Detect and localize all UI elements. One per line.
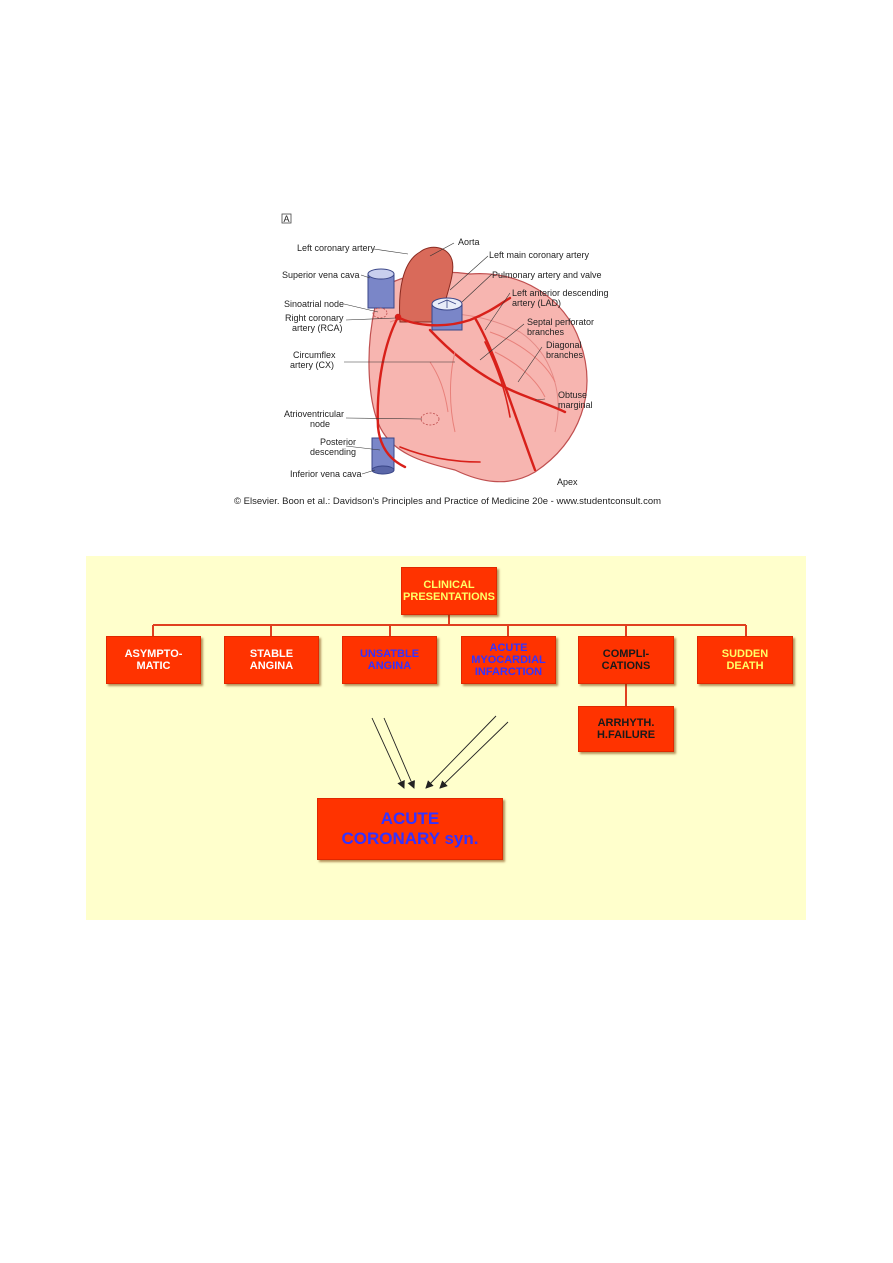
av-node-outline <box>420 412 440 426</box>
label-pulmonary: Pulmonary artery and valve <box>492 270 602 280</box>
label-diagonal-1: Diagonal <box>546 340 582 350</box>
minor-arteries <box>429 331 556 433</box>
label-left-coronary-artery: Left coronary artery <box>297 243 376 253</box>
label-obtuse-2: marginal <box>558 400 593 410</box>
label-av-node-1: Atrioventricular <box>284 409 344 419</box>
label-lad-2: artery (LAD) <box>512 298 561 308</box>
label-sinoatrial: Sinoatrial node <box>284 299 344 309</box>
heart-anatomy-figure: A <box>281 213 609 487</box>
tree-lines <box>152 615 747 706</box>
label-posterior-1: Posterior <box>320 437 356 447</box>
label-left-main: Left main coronary artery <box>489 250 590 260</box>
coronary-arteries <box>376 296 567 472</box>
label-circumflex-1: Circumflex <box>293 350 336 360</box>
label-superior-vena-cava: Superior vena cava <box>282 270 360 280</box>
label-septal-1: Septal perforator <box>527 317 594 327</box>
sa-node-outline <box>372 307 388 319</box>
leader-lines <box>343 242 546 475</box>
complications-box: COMPLI- CATIONS <box>578 636 674 684</box>
stable-angina-box: STABLE ANGINA <box>224 636 319 684</box>
label-septal-2: branches <box>527 327 565 337</box>
label-rca-1: Right coronary <box>285 313 344 323</box>
label-posterior-2: descending <box>310 447 356 457</box>
panel-letter-box <box>281 213 292 224</box>
flowchart-connectors <box>152 615 747 789</box>
figure-caption: © Elsevier. Boon et al.: Davidson's Prin… <box>234 496 662 507</box>
label-inferior-vena-cava: Inferior vena cava <box>290 469 362 479</box>
asymptomatic-box: ASYMPTO- MATIC <box>106 636 201 684</box>
sudden-death-box: SUDDEN DEATH <box>697 636 793 684</box>
flowchart-panel: CLINICAL PRESENTATIONS ASYMPTO- MATIC ST… <box>86 556 806 920</box>
acute-mi-box: ACUTE MYOCARDIAL INFARCTION <box>461 636 556 684</box>
label-lad-1: Left anterior descending <box>512 288 609 298</box>
label-diagonal-2: branches <box>546 350 584 360</box>
convergence-arrows <box>371 715 509 789</box>
label-aorta: Aorta <box>458 237 480 247</box>
clinical-presentations-box: CLINICAL PRESENTATIONS <box>401 567 497 615</box>
acute-coronary-syndrome-box: ACUTE CORONARY syn. <box>317 798 503 860</box>
arrhythmia-heart-failure-box: ARRHYTH. H.FAILURE <box>578 706 674 752</box>
unstable-angina-box: UNSATBLE ANGINA <box>342 636 437 684</box>
label-obtuse-1: Obtuse <box>558 390 587 400</box>
sinoatrial-node-dot <box>394 313 402 321</box>
label-rca-2: artery (RCA) <box>292 323 343 333</box>
label-apex: Apex <box>557 477 578 487</box>
label-av-node-2: node <box>310 419 330 429</box>
label-circumflex-2: artery (CX) <box>290 360 334 370</box>
superior-vena-cava-shape <box>367 268 395 309</box>
panel-letter: A <box>284 214 290 224</box>
inferior-vena-cava-shape <box>371 437 395 475</box>
